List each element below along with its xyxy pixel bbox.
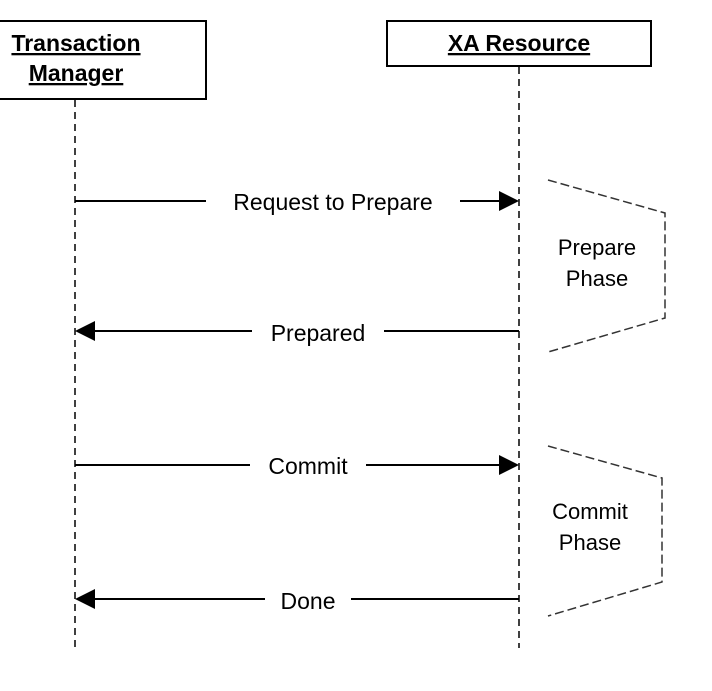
participant-box-xa-resource <box>386 20 652 67</box>
phase-label-line-2: Phase <box>566 266 628 291</box>
message-label-prepared: Prepared <box>271 320 366 346</box>
participant-xa-resource: XA Resource <box>386 20 652 67</box>
message-request-to-prepare: Request to Prepare <box>75 189 519 215</box>
phase-commit: Commit Phase <box>547 445 663 617</box>
phase-label-line-1: Prepare <box>558 235 636 260</box>
participant-label-line-2: Manager <box>29 60 124 86</box>
phase-label-line-1: Commit <box>552 499 628 524</box>
phase-bracket-commit <box>547 445 663 617</box>
participant-label-line-1: Transaction <box>11 30 140 56</box>
phase-bracket-prepare <box>547 179 666 353</box>
arrowhead-left <box>75 589 95 609</box>
message-commit: Commit <box>75 453 519 479</box>
participant-label-xa-resource: XA Resource <box>448 30 590 56</box>
participant-box-transaction-manager <box>0 20 207 100</box>
phase-label-line-2: Phase <box>559 530 621 555</box>
message-prepared: Prepared <box>75 320 519 346</box>
arrowhead-right <box>499 191 519 211</box>
message-label-done: Done <box>281 588 336 614</box>
phase-prepare: Prepare Phase <box>547 179 666 353</box>
arrowhead-left <box>75 321 95 341</box>
message-done: Done <box>75 588 519 614</box>
message-label-commit: Commit <box>268 453 348 479</box>
arrowhead-right <box>499 455 519 475</box>
message-label-request-to-prepare: Request to Prepare <box>233 189 432 215</box>
participant-transaction-manager: Transaction Manager <box>0 20 207 100</box>
